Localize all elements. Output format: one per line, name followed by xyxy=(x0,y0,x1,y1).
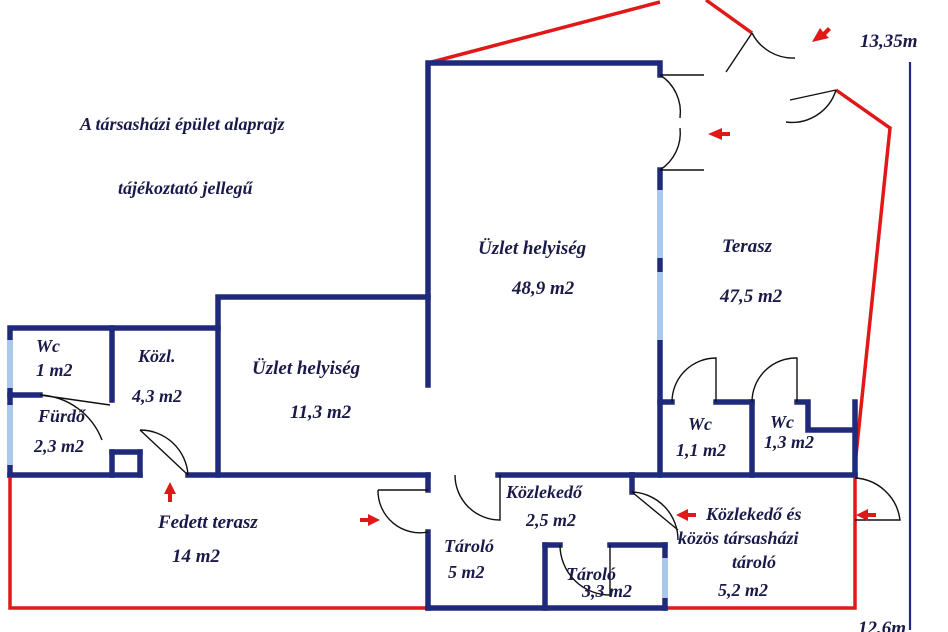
dimension-bottom: 12,6m xyxy=(858,618,906,632)
plan-title-line1: A társasházi épület alaprajz xyxy=(79,114,285,134)
room-wc2-name: Wc xyxy=(688,414,712,434)
room-uzlet-big-area: 48,9 m2 xyxy=(511,278,575,299)
room-tarolo1-area: 5 m2 xyxy=(448,562,485,582)
arrow-icon xyxy=(856,509,876,521)
room-wc3-area: 1,3 m2 xyxy=(764,432,814,452)
plan-title-line2: tájékoztató jellegű xyxy=(118,178,253,198)
room-uzlet-big-name: Üzlet helyiség xyxy=(478,238,586,259)
room-kozos-line2: közös társasházi xyxy=(678,528,799,548)
arrow-icon xyxy=(360,514,380,526)
room-wc1-name: Wc xyxy=(36,336,60,356)
dimension-top: 13,35m xyxy=(860,31,918,52)
room-fedett-area: 14 m2 xyxy=(172,546,221,567)
arrow-icon xyxy=(812,27,831,42)
room-fedett-name: Fedett terasz xyxy=(157,512,258,533)
room-uzlet-small-name: Üzlet helyiség xyxy=(252,358,360,379)
room-kozos-line1: Közlekedő és xyxy=(705,504,801,524)
room-tarolo1-name: Tároló xyxy=(444,536,494,556)
doors xyxy=(39,32,901,596)
room-wc3-name: Wc xyxy=(770,412,794,432)
walls xyxy=(7,60,858,611)
room-terasz-name: Terasz xyxy=(722,236,773,257)
arrow-icon xyxy=(676,509,696,521)
room-tarolo2-name: Tároló xyxy=(566,564,616,584)
arrow-icon xyxy=(164,482,176,502)
room-uzlet-small-area: 11,3 m2 xyxy=(290,402,352,423)
room-kozos-area: 5,2 m2 xyxy=(718,580,768,600)
property-boundary xyxy=(8,0,892,610)
room-furdo-area: 2,3 m2 xyxy=(33,436,84,456)
windows xyxy=(7,190,668,598)
room-tarolo2-area: 3,3 m2 xyxy=(581,581,632,601)
room-kozl-area: 4,3 m2 xyxy=(131,386,182,406)
room-wc2-area: 1,1 m2 xyxy=(676,440,726,460)
entrance-arrows xyxy=(164,27,876,526)
room-furdo-name: Fürdő xyxy=(37,406,86,426)
room-kozlekedo-area: 2,5 m2 xyxy=(525,510,576,530)
arrow-icon xyxy=(708,128,730,140)
room-wc1-area: 1 m2 xyxy=(36,360,73,380)
room-kozos-line3: tároló xyxy=(732,552,776,572)
room-kozlekedo-name: Közlekedő xyxy=(505,482,583,502)
room-terasz-area: 47,5 m2 xyxy=(719,286,783,307)
room-kozl-name: Közl. xyxy=(137,346,176,366)
